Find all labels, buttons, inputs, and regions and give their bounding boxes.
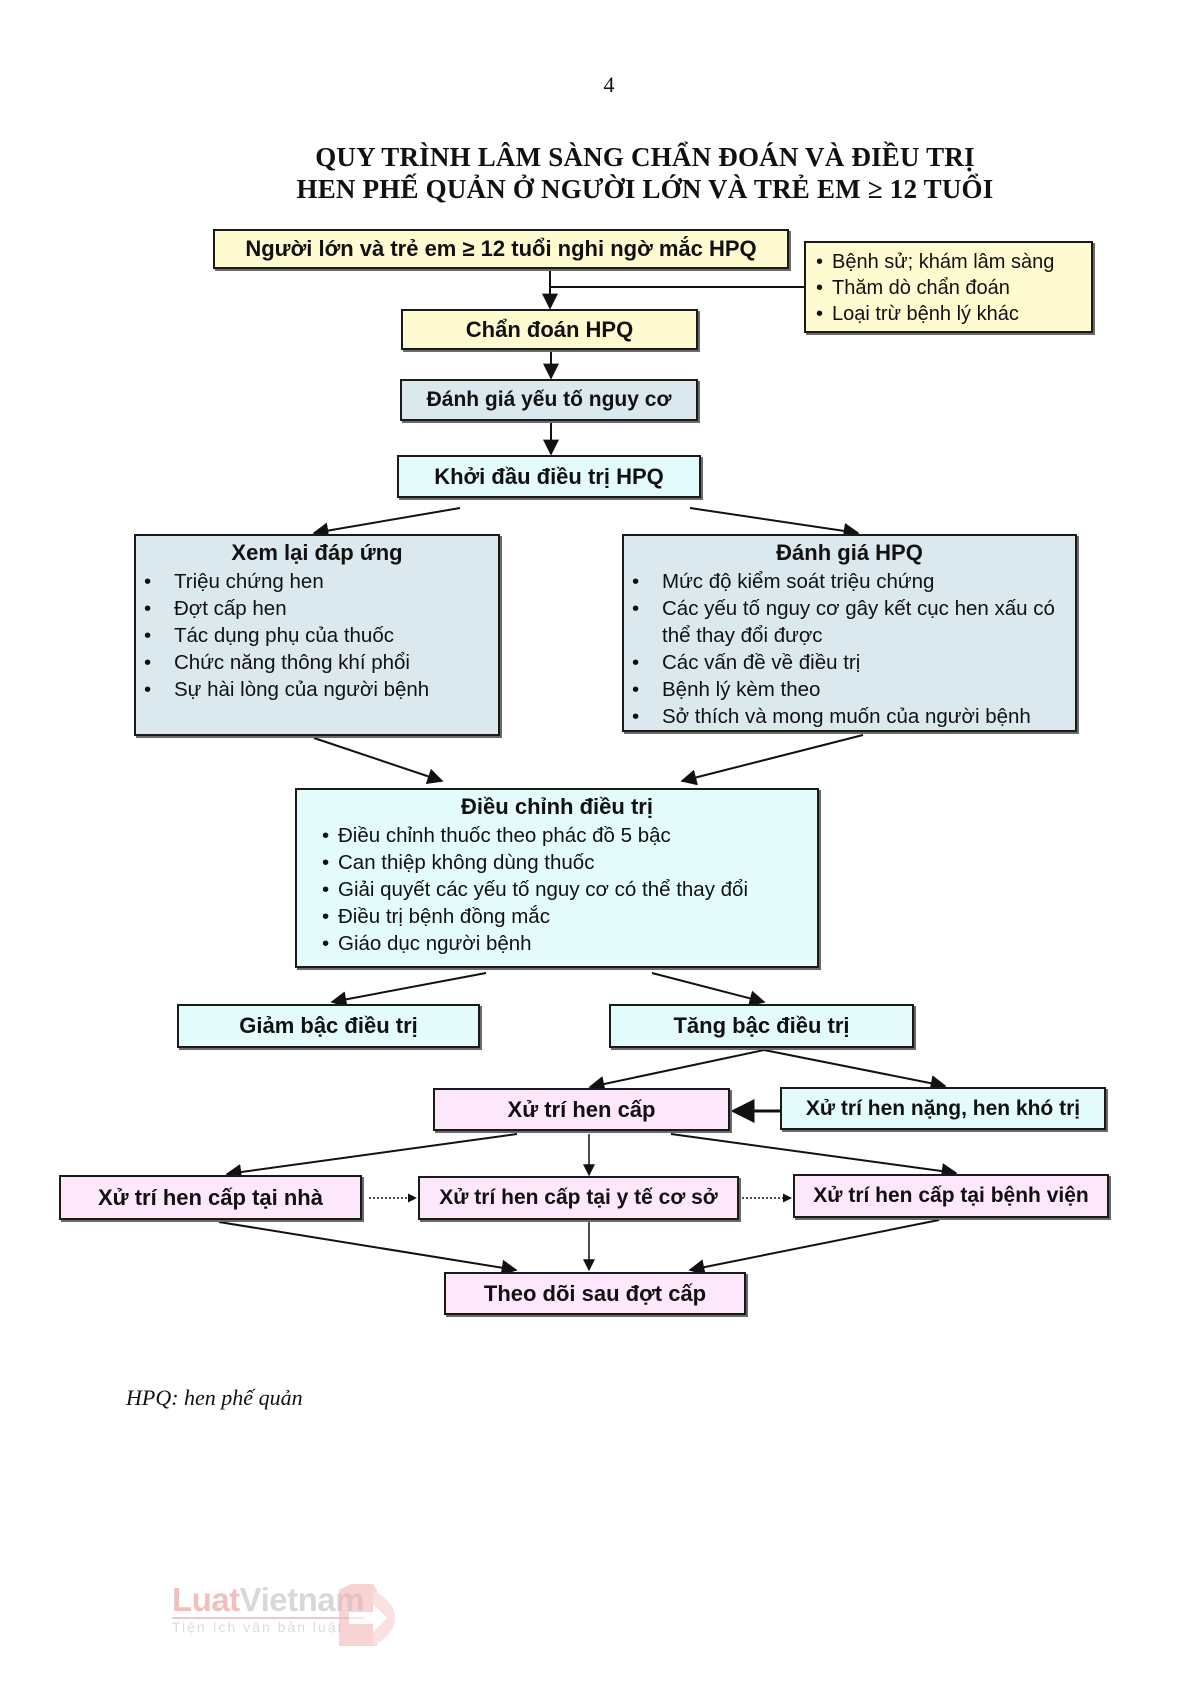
box-risk-assessment: Đánh giá yếu tố nguy cơ bbox=[400, 379, 698, 421]
box-risk-assessment-label: Đánh giá yếu tố nguy cơ bbox=[426, 388, 672, 411]
assess-asthma-item: Mức độ kiểm soát triệu chứng bbox=[624, 568, 1065, 595]
box-acute-home: Xử trí hen cấp tại nhà bbox=[59, 1175, 362, 1220]
watermark-arrow-icon bbox=[339, 1584, 395, 1646]
box-review-response: Xem lại đáp ứng Triệu chứng hen Đợt cấp … bbox=[134, 534, 500, 736]
adjust-treatment-item: Can thiệp không dùng thuốc bbox=[322, 849, 817, 876]
review-response-item: Đợt cấp hen bbox=[136, 595, 498, 622]
document-title-line-1: QUY TRÌNH LÂM SÀNG CHẨN ĐOÁN VÀ ĐIỀU TRỊ bbox=[315, 142, 975, 172]
box-step-up-label: Tăng bậc điều trị bbox=[673, 1013, 850, 1038]
connector-initiate-to-review bbox=[312, 507, 461, 539]
box-severe-asthma: Xử trí hen nặng, hen khó trị bbox=[780, 1087, 1106, 1130]
box-diagnosis-label: Chẩn đoán HPQ bbox=[465, 316, 634, 342]
review-response-item: Tác dụng phụ của thuốc bbox=[136, 622, 498, 649]
connector-stepup-to-severe bbox=[763, 1049, 947, 1092]
connector-acute-to-hospital bbox=[670, 1133, 958, 1179]
adjust-treatment-item: Điều trị bệnh đồng mắc bbox=[322, 903, 817, 930]
box-acute-management-label: Xử trí hen cấp bbox=[507, 1096, 656, 1122]
connector-assess-to-adjust bbox=[680, 734, 864, 786]
assess-asthma-item: Bệnh lý kèm theo bbox=[624, 676, 1065, 703]
adjust-treatment-item: Giáo dục người bệnh bbox=[322, 930, 817, 957]
assess-asthma-item: Các yếu tố nguy cơ gây kết cục hen xấu c… bbox=[624, 595, 1065, 649]
box-acute-hospital: Xử trí hen cấp tại bệnh viện bbox=[793, 1174, 1109, 1218]
review-response-item: Sự hài lòng của người bệnh bbox=[136, 676, 498, 703]
box-acute-home-label: Xử trí hen cấp tại nhà bbox=[98, 1184, 323, 1210]
box-assess-asthma: Đánh giá HPQ Mức độ kiểm soát triệu chứn… bbox=[622, 534, 1077, 732]
box-diagnosis: Chẩn đoán HPQ bbox=[401, 309, 698, 350]
connector-home-to-followup bbox=[218, 1221, 518, 1276]
adjust-treatment-item: Giải quyết các yếu tố nguy cơ có thể tha… bbox=[322, 876, 817, 903]
diagnosis-step-item: Loại trừ bệnh lý khác bbox=[816, 301, 1091, 327]
box-diagnosis-steps: Bệnh sử; khám lâm sàng Thăm dò chẩn đoán… bbox=[804, 241, 1093, 333]
box-severe-asthma-label: Xử trí hen nặng, hen khó trị bbox=[805, 1096, 1081, 1120]
box-initiate-treatment: Khởi đầu điều trị HPQ bbox=[397, 455, 701, 498]
connector-review-to-adjust bbox=[313, 737, 444, 784]
connector-hospital-to-followup bbox=[688, 1219, 940, 1276]
connector-adjust-to-stepup bbox=[651, 972, 766, 1007]
connector-initiate-to-assess bbox=[689, 507, 860, 539]
box-follow-up: Theo dõi sau đợt cấp bbox=[444, 1272, 746, 1315]
review-response-title: Xem lại đáp ứng bbox=[231, 540, 403, 565]
connector-adjust-to-stepdown bbox=[330, 972, 487, 1008]
connector-acute-to-home bbox=[225, 1133, 518, 1180]
box-follow-up-label: Theo dõi sau đợt cấp bbox=[483, 1280, 707, 1306]
review-response-item: Chức năng thông khí phổi bbox=[136, 649, 498, 676]
box-step-down-label: Giảm bậc điều trị bbox=[239, 1013, 418, 1038]
connector-stepup-to-acute bbox=[588, 1049, 765, 1092]
assess-asthma-item: Các vấn đề về điều trị bbox=[624, 649, 1065, 676]
abbreviation-footnote: HPQ: hen phế quản bbox=[126, 1385, 303, 1410]
watermark-tagline: Tiện ích văn bản luật bbox=[172, 1619, 344, 1635]
assess-asthma-item: Sở thích và mong muốn của người bệnh bbox=[624, 703, 1065, 730]
box-acute-management: Xử trí hen cấp bbox=[433, 1088, 730, 1131]
document-title-line-2: HEN PHẾ QUẢN Ở NGƯỜI LỚN VÀ TRẺ EM ≥ 12 … bbox=[296, 174, 994, 204]
box-acute-hospital-label: Xử trí hen cấp tại bệnh viện bbox=[813, 1184, 1089, 1207]
box-step-up: Tăng bậc điều trị bbox=[609, 1004, 914, 1048]
box-suspected-asthma-label: Người lớn và trẻ em ≥ 12 tuổi nghi ngờ m… bbox=[245, 236, 757, 261]
box-suspected-asthma: Người lớn và trẻ em ≥ 12 tuổi nghi ngờ m… bbox=[213, 229, 789, 269]
diagnosis-step-item: Bệnh sử; khám lâm sàng bbox=[816, 249, 1091, 275]
assess-asthma-title: Đánh giá HPQ bbox=[776, 540, 923, 565]
box-adjust-treatment: Điều chỉnh điều trị Điều chỉnh thuốc the… bbox=[295, 788, 819, 968]
box-acute-primary-care: Xử trí hen cấp tại y tế cơ sở bbox=[418, 1176, 739, 1220]
adjust-treatment-item: Điều chỉnh thuốc theo phác đồ 5 bậc bbox=[322, 822, 817, 849]
box-initiate-treatment-label: Khởi đầu điều trị HPQ bbox=[434, 463, 664, 489]
box-acute-primary-care-label: Xử trí hen cấp tại y tế cơ sở bbox=[439, 1186, 718, 1209]
diagnosis-step-item: Thăm dò chẩn đoán bbox=[816, 275, 1091, 301]
adjust-treatment-title: Điều chỉnh điều trị bbox=[461, 794, 653, 819]
review-response-item: Triệu chứng hen bbox=[136, 568, 498, 595]
page-number: 4 bbox=[603, 72, 615, 97]
box-step-down: Giảm bậc điều trị bbox=[177, 1004, 480, 1048]
